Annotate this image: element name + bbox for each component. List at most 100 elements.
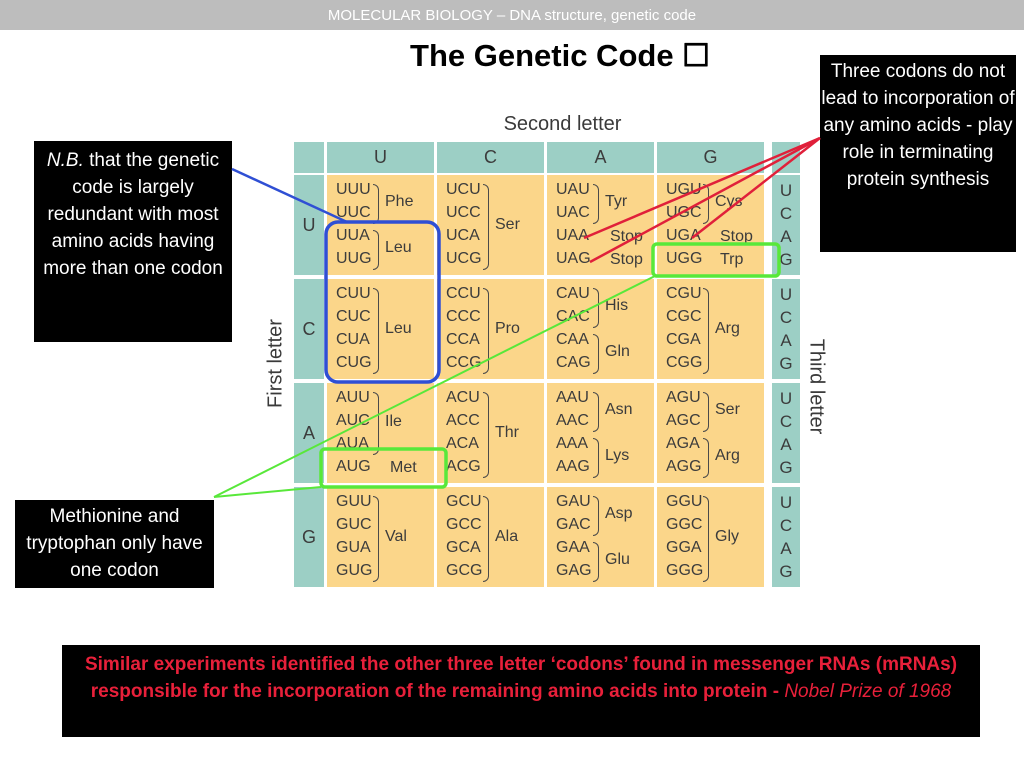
amino-acid-phe: Phe (385, 193, 414, 210)
third-letter-corner (772, 142, 800, 173)
codon-gac: GAC (556, 516, 591, 533)
third-letter-c: C (779, 516, 793, 535)
codon-auc: AUC (336, 412, 370, 429)
third-letter-a: A (780, 435, 792, 454)
codon-group-bracket (483, 392, 489, 478)
codon-cell (327, 487, 434, 587)
codon-gcc: GCC (446, 516, 482, 533)
codon-uau: UAU (556, 181, 590, 198)
codon-aau: AAU (556, 389, 589, 406)
codon-uua: UUA (336, 227, 370, 244)
amino-acid-tyr: Tyr (605, 193, 628, 210)
first-letter-label: First letter (264, 319, 287, 408)
codon-ggu: GGU (666, 493, 703, 510)
codon-cgc: CGC (666, 308, 702, 325)
codon-caa: CAA (556, 331, 589, 348)
codon-ggc: GGC (666, 516, 703, 533)
codon-group-bracket (483, 288, 489, 374)
redundancy-callout: N.B. that the genetic code is largely re… (34, 141, 232, 342)
codon-group-bracket (593, 542, 599, 582)
amino-acid-trp: Trp (720, 250, 744, 268)
codon-cell (437, 487, 544, 587)
codon-cuu: CUU (336, 285, 371, 302)
third-letter-c: C (779, 308, 793, 327)
first-letter-g: G (294, 487, 324, 587)
codon-group-bracket (483, 496, 489, 582)
codon-gcu: GCU (446, 493, 482, 510)
codon-group-bracket (703, 184, 709, 224)
amino-acid-gln: Gln (605, 343, 630, 360)
third-letter-a: A (780, 331, 792, 350)
third-letter-g: G (779, 354, 793, 373)
codon-cell (657, 279, 764, 379)
codon-uga: UGA (666, 227, 701, 244)
codon-cgg: CGG (666, 354, 703, 371)
codon-gau: GAU (556, 493, 591, 510)
single-codon-callout: Methionine and tryptophan only have one … (15, 500, 214, 588)
codon-gag: GAG (556, 562, 592, 579)
codon-cuc: CUC (336, 308, 371, 325)
amino-acid-leu: Leu (385, 320, 412, 337)
amino-acid-arg: Arg (715, 447, 740, 464)
amino-acid-stop: Stop (610, 250, 643, 268)
amino-acid-leu: Leu (385, 239, 412, 256)
codon-uag: UAG (556, 250, 591, 267)
codon-group-bracket (593, 392, 599, 432)
codon-ugu: UGU (666, 181, 702, 198)
amino-acid-glu: Glu (605, 551, 630, 568)
codon-auu: AUU (336, 389, 370, 406)
codon-group-bracket (703, 288, 709, 374)
third-letter-u: U (779, 285, 793, 304)
codon-ccc: CCC (446, 308, 481, 325)
first-letter-c: C (294, 279, 324, 379)
codon-group-bracket (593, 334, 599, 374)
third-letter-a: A (780, 539, 792, 558)
second-letter-a: A (547, 142, 654, 173)
third-letter-u: U (779, 181, 793, 200)
single-codon-callout-text: Methionine and tryptophan only have one … (26, 506, 203, 581)
codon-gaa: GAA (556, 539, 590, 556)
third-letter-u: U (779, 493, 793, 512)
amino-acid-pro: Pro (495, 320, 520, 337)
slide-header: MOLECULAR BIOLOGY – DNA structure, genet… (0, 0, 1024, 30)
codon-cca: CCA (446, 331, 480, 348)
codon-gug: GUG (336, 562, 373, 579)
codon-gua: GUA (336, 539, 371, 556)
nobel-footer-text: Similar experiments identified the other… (84, 654, 958, 702)
stop-codon-callout-text: Three codons do not lead to incorporatio… (821, 61, 1015, 190)
amino-acid-his: His (605, 297, 629, 314)
codon-guu: GUU (336, 493, 372, 510)
second-letter-label: Second letter (503, 113, 622, 135)
stop-codon-callout: Three codons do not lead to incorporatio… (820, 55, 1016, 252)
second-letter-g: G (657, 142, 764, 173)
codon-group-bracket (373, 184, 379, 224)
codon-group-bracket (593, 496, 599, 536)
codon-gca: GCA (446, 539, 481, 556)
amino-acid-stop: Stop (720, 227, 753, 245)
codon-guc: GUC (336, 516, 372, 533)
codon-aua: AUA (336, 435, 369, 452)
nobel-footer-box: Similar experiments identified the other… (62, 645, 980, 737)
codon-group-bracket (373, 392, 379, 455)
amino-acid-thr: Thr (495, 424, 519, 441)
second-letter-c: C (437, 142, 544, 173)
third-letter-g: G (779, 250, 793, 269)
codon-agg: AGG (666, 458, 702, 475)
codon-agu: AGU (666, 389, 701, 406)
codon-uca: UCA (446, 227, 480, 244)
codon-uaa: UAA (556, 227, 589, 244)
codon-acc: ACC (446, 412, 480, 429)
codon-cell (657, 487, 764, 587)
codon-gga: GGA (666, 539, 702, 556)
amino-acid-ile: Ile (385, 412, 402, 430)
codon-gcg: GCG (446, 562, 483, 579)
codon-group-bracket (593, 288, 599, 328)
codon-ugg: UGG (666, 250, 703, 267)
codon-cell (437, 175, 544, 275)
third-letter-c: C (779, 204, 793, 223)
codon-aag: AAG (556, 458, 590, 475)
codon-group-bracket (373, 230, 379, 270)
amino-acid-asp: Asp (605, 505, 633, 522)
